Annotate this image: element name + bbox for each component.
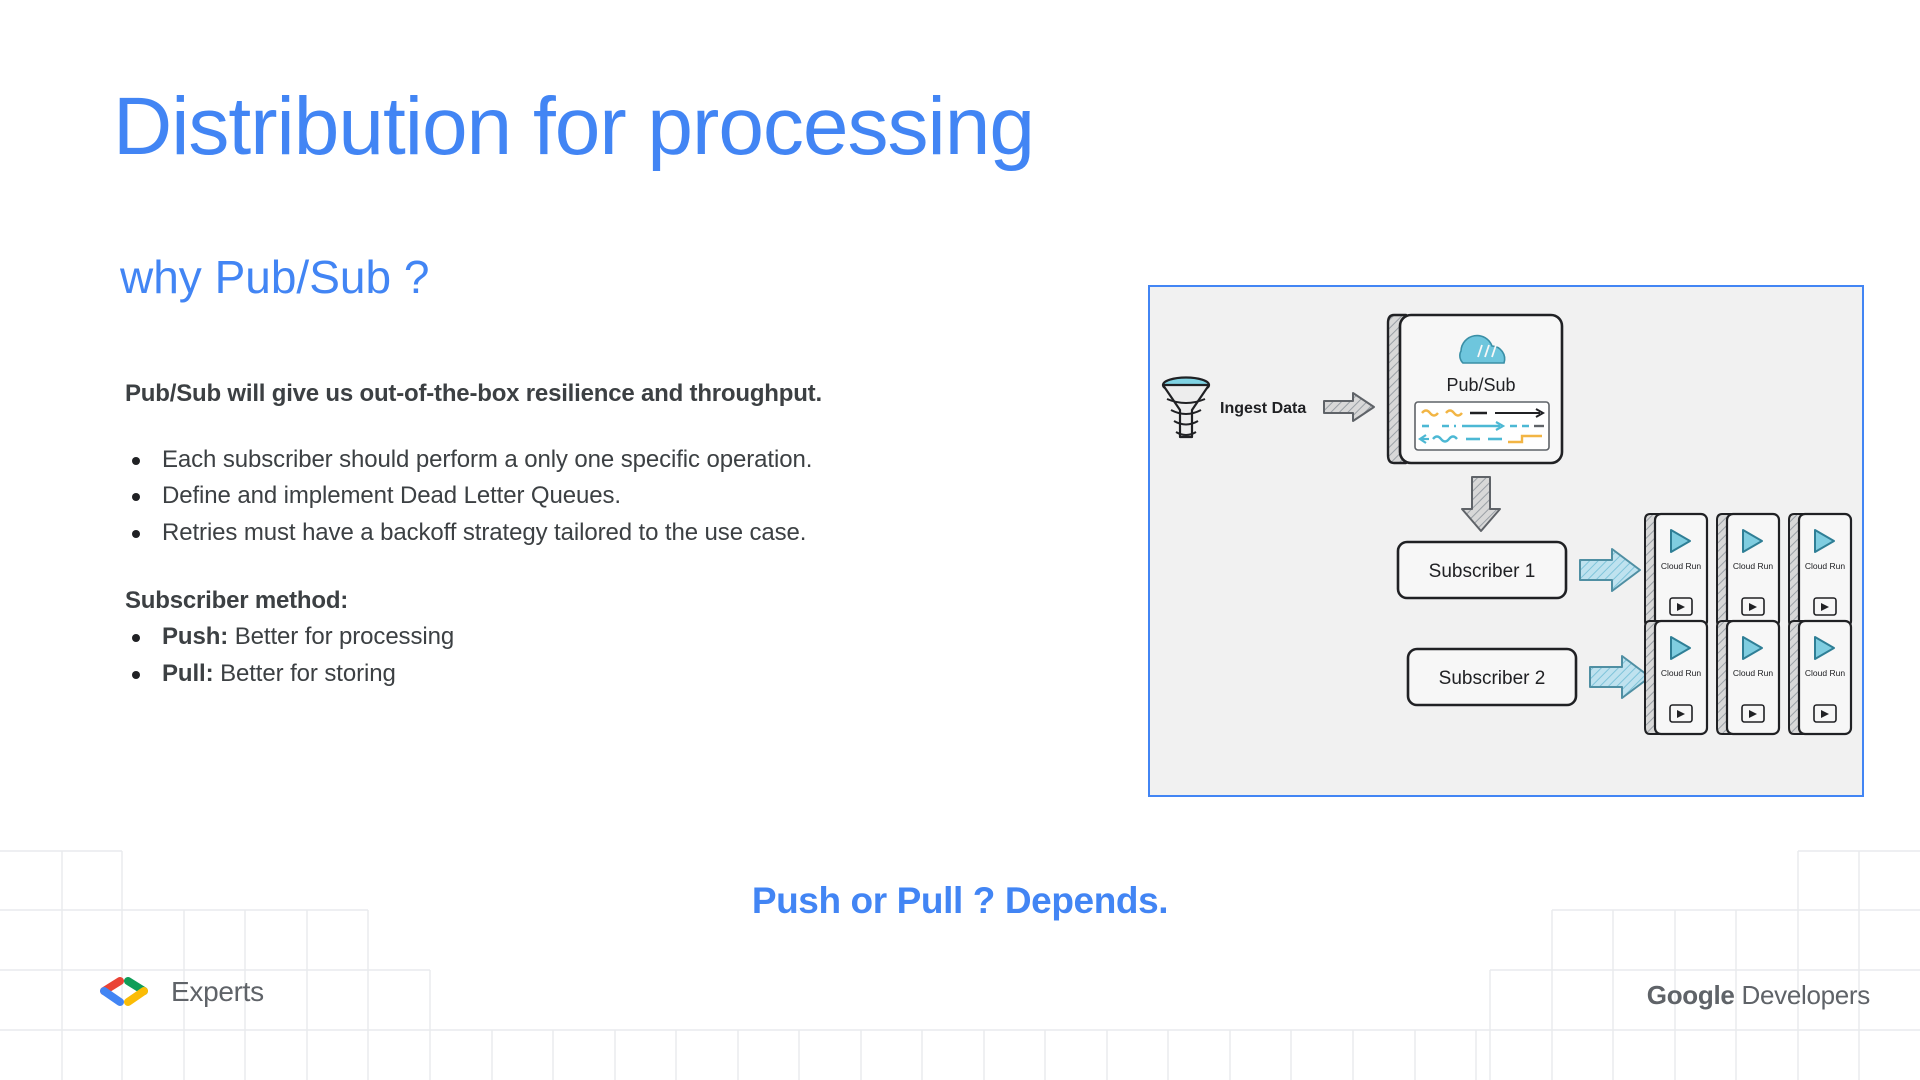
lead-statement: Pub/Sub will give us out-of-the-box resi… — [125, 380, 822, 407]
ingest-data-label: Ingest Data — [1220, 400, 1306, 417]
page-subtitle: why Pub/Sub ? — [120, 251, 430, 303]
footer-gde-logo: Experts — [95, 975, 264, 1009]
google-developers-experts-icon — [100, 977, 148, 1006]
method-term: Push: — [162, 623, 229, 651]
cloud-run-label: Cloud Run — [1733, 668, 1773, 678]
footer-google-developers: Google Developers — [1646, 980, 1871, 1011]
arrow-subscriber1-to-cloudrun — [1579, 548, 1641, 592]
subscriber-method-list: Push: Better for processing Pull: Better… — [125, 619, 915, 692]
list-item: Pull: Better for storing — [125, 656, 915, 692]
footer-developers-label: Developers — [1741, 980, 1870, 1010]
cloud-run-card: Cloud Run — [1788, 512, 1853, 629]
cloud-run-card: Cloud Run — [1788, 619, 1853, 736]
decorative-grid — [0, 810, 1920, 1080]
subscriber-1-label: Subscriber 1 — [1429, 561, 1536, 582]
footer-experts-label: Experts — [171, 976, 264, 1007]
method-description: Better for storing — [220, 659, 396, 687]
cloud-run-label: Cloud Run — [1805, 668, 1845, 678]
arrow-subscriber2-to-cloudrun — [1589, 655, 1651, 699]
cloud-run-card: Cloud Run — [1644, 619, 1709, 736]
subscriber-2-box: Subscriber 2 — [1406, 647, 1578, 707]
arrow-ingest-to-pubsub — [1323, 392, 1375, 422]
cloud-run-label: Cloud Run — [1805, 561, 1845, 571]
list-item: Define and implement Dead Letter Queues. — [125, 478, 915, 514]
subscriber-method-heading: Subscriber method: — [125, 587, 349, 615]
list-item: Push: Better for processing — [125, 619, 915, 655]
ingest-funnel-icon — [1161, 376, 1211, 439]
cloud-run-row-1: Cloud Run Cloud Run Cloud Run — [1644, 512, 1853, 629]
list-item: Retries must have a backoff strategy tai… — [125, 515, 915, 551]
pubsub-label: Pub/Sub — [1446, 375, 1515, 395]
cloud-run-label: Cloud Run — [1661, 668, 1701, 678]
subscriber-1-box: Subscriber 1 — [1396, 540, 1568, 600]
cloud-run-card: Cloud Run — [1644, 512, 1709, 629]
subscriber-2-label: Subscriber 2 — [1439, 668, 1546, 689]
practice-bullet-list: Each subscriber should perform a only on… — [125, 442, 915, 551]
closing-statement: Push or Pull ? Depends. — [751, 880, 1169, 921]
architecture-diagram: Ingest Data Pub/Sub — [1148, 285, 1864, 797]
cloud-run-label: Cloud Run — [1661, 561, 1701, 571]
cloud-run-label: Cloud Run — [1733, 561, 1773, 571]
footer-google-label: Google — [1646, 980, 1735, 1010]
page-title: Distribution for processing — [113, 81, 1035, 172]
pubsub-card: Pub/Sub — [1386, 313, 1564, 465]
cloud-run-card: Cloud Run — [1716, 512, 1781, 629]
cloud-icon — [1459, 334, 1506, 364]
method-description: Better for processing — [234, 623, 455, 651]
body-content: Pub/Sub will give us out-of-the-box resi… — [125, 380, 915, 692]
cloud-run-row-2: Cloud Run Cloud Run Cloud Run — [1644, 619, 1853, 736]
method-term: Pull: — [162, 659, 214, 687]
list-item: Each subscriber should perform a only on… — [125, 442, 915, 478]
cloud-run-card: Cloud Run — [1716, 619, 1781, 736]
arrow-pubsub-to-subscriber1 — [1461, 476, 1501, 532]
